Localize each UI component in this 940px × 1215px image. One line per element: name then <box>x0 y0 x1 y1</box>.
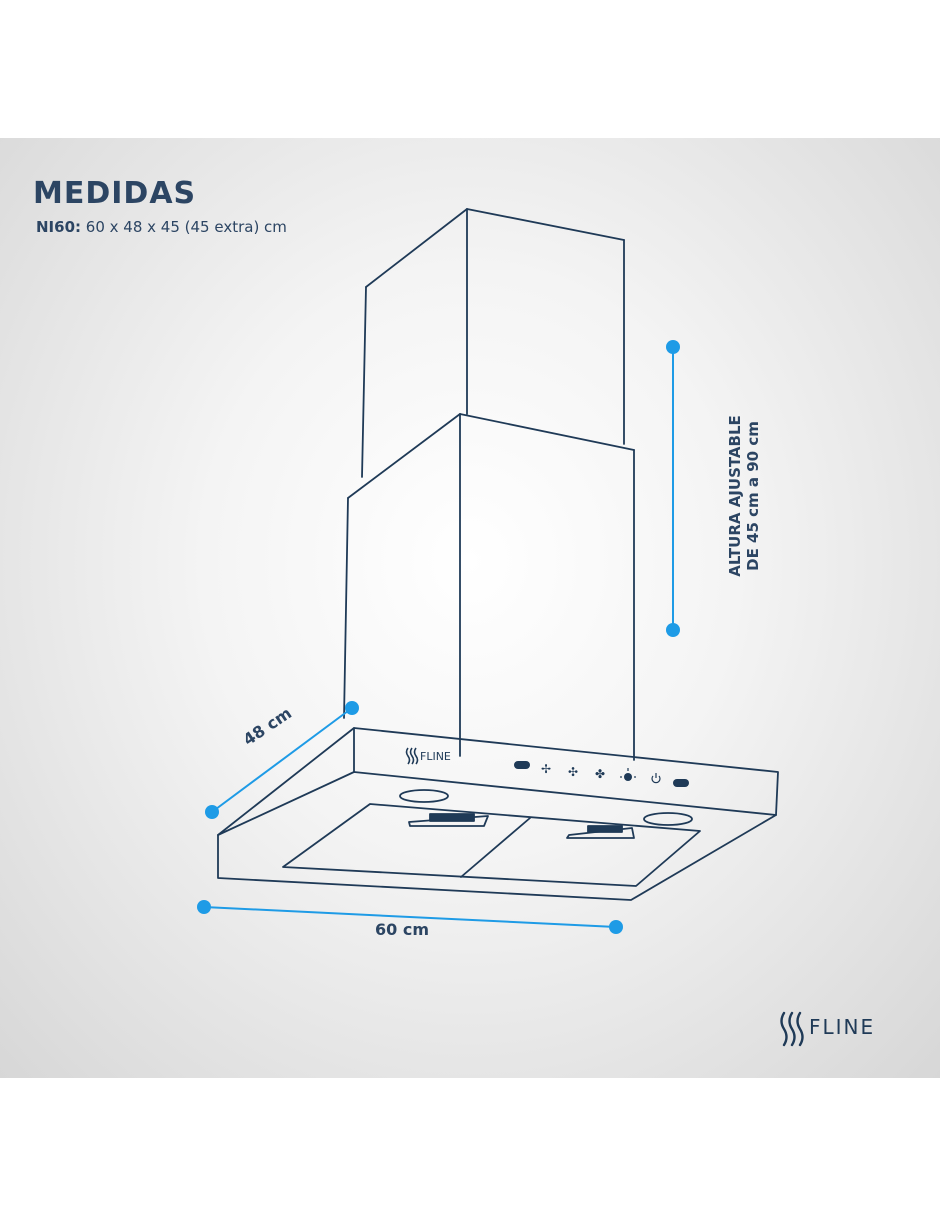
height-label-line-1: ALTURA AJUSTABLE <box>726 415 744 577</box>
model-dimensions: NI60: 60 x 48 x 45 (45 extra) cm <box>36 218 287 236</box>
dimensions-text: 60 x 48 x 45 (45 extra) cm <box>85 218 287 236</box>
height-label-line-2: DE 45 cm a 90 cm <box>744 421 762 571</box>
width-dimension-line <box>203 906 617 928</box>
control-panel: FLINE ✢ ✣ ✤ <box>405 747 689 787</box>
light-icon <box>620 768 636 781</box>
page-title: MEDIDAS <box>33 176 197 211</box>
height-top-dot <box>666 340 680 354</box>
height-label: ALTURA AJUSTABLE DE 45 cm a 90 cm <box>726 415 762 577</box>
hood-brand-logo <box>405 747 419 765</box>
depth-label: 48 cm <box>240 703 295 749</box>
upper-chimney <box>361 208 625 478</box>
range-hood-drawing: FLINE ✢ ✣ ✤ 48 cm 60 cm ALTURA AJUSTABLE… <box>197 208 875 1047</box>
hood-underside <box>282 789 701 887</box>
display-icon <box>673 779 689 787</box>
fline-logo-text: FLINE <box>809 1015 875 1039</box>
depth-end-dot <box>345 701 359 715</box>
power-icon <box>651 773 661 784</box>
width-end-dot <box>609 920 623 934</box>
fan-speed-2-icon: ✣ <box>568 765 578 779</box>
fan-speed-1-icon: ✢ <box>541 762 551 776</box>
hood-canopy <box>217 727 779 901</box>
height-bottom-dot <box>666 623 680 637</box>
depth-dimension-line <box>211 707 353 813</box>
lower-chimney <box>343 413 635 761</box>
depth-start-dot <box>205 805 219 819</box>
fan-speed-3-icon: ✤ <box>595 767 605 781</box>
model-code: NI60: <box>36 218 82 236</box>
fline-logo: FLINE <box>780 1011 875 1047</box>
width-start-dot <box>197 900 211 914</box>
display-icon <box>514 761 530 769</box>
width-label: 60 cm <box>375 920 429 939</box>
diagram-panel: MEDIDAS NI60: 60 x 48 x 45 (45 extra) cm <box>0 138 940 1078</box>
hood-brand-label: FLINE <box>420 750 451 763</box>
